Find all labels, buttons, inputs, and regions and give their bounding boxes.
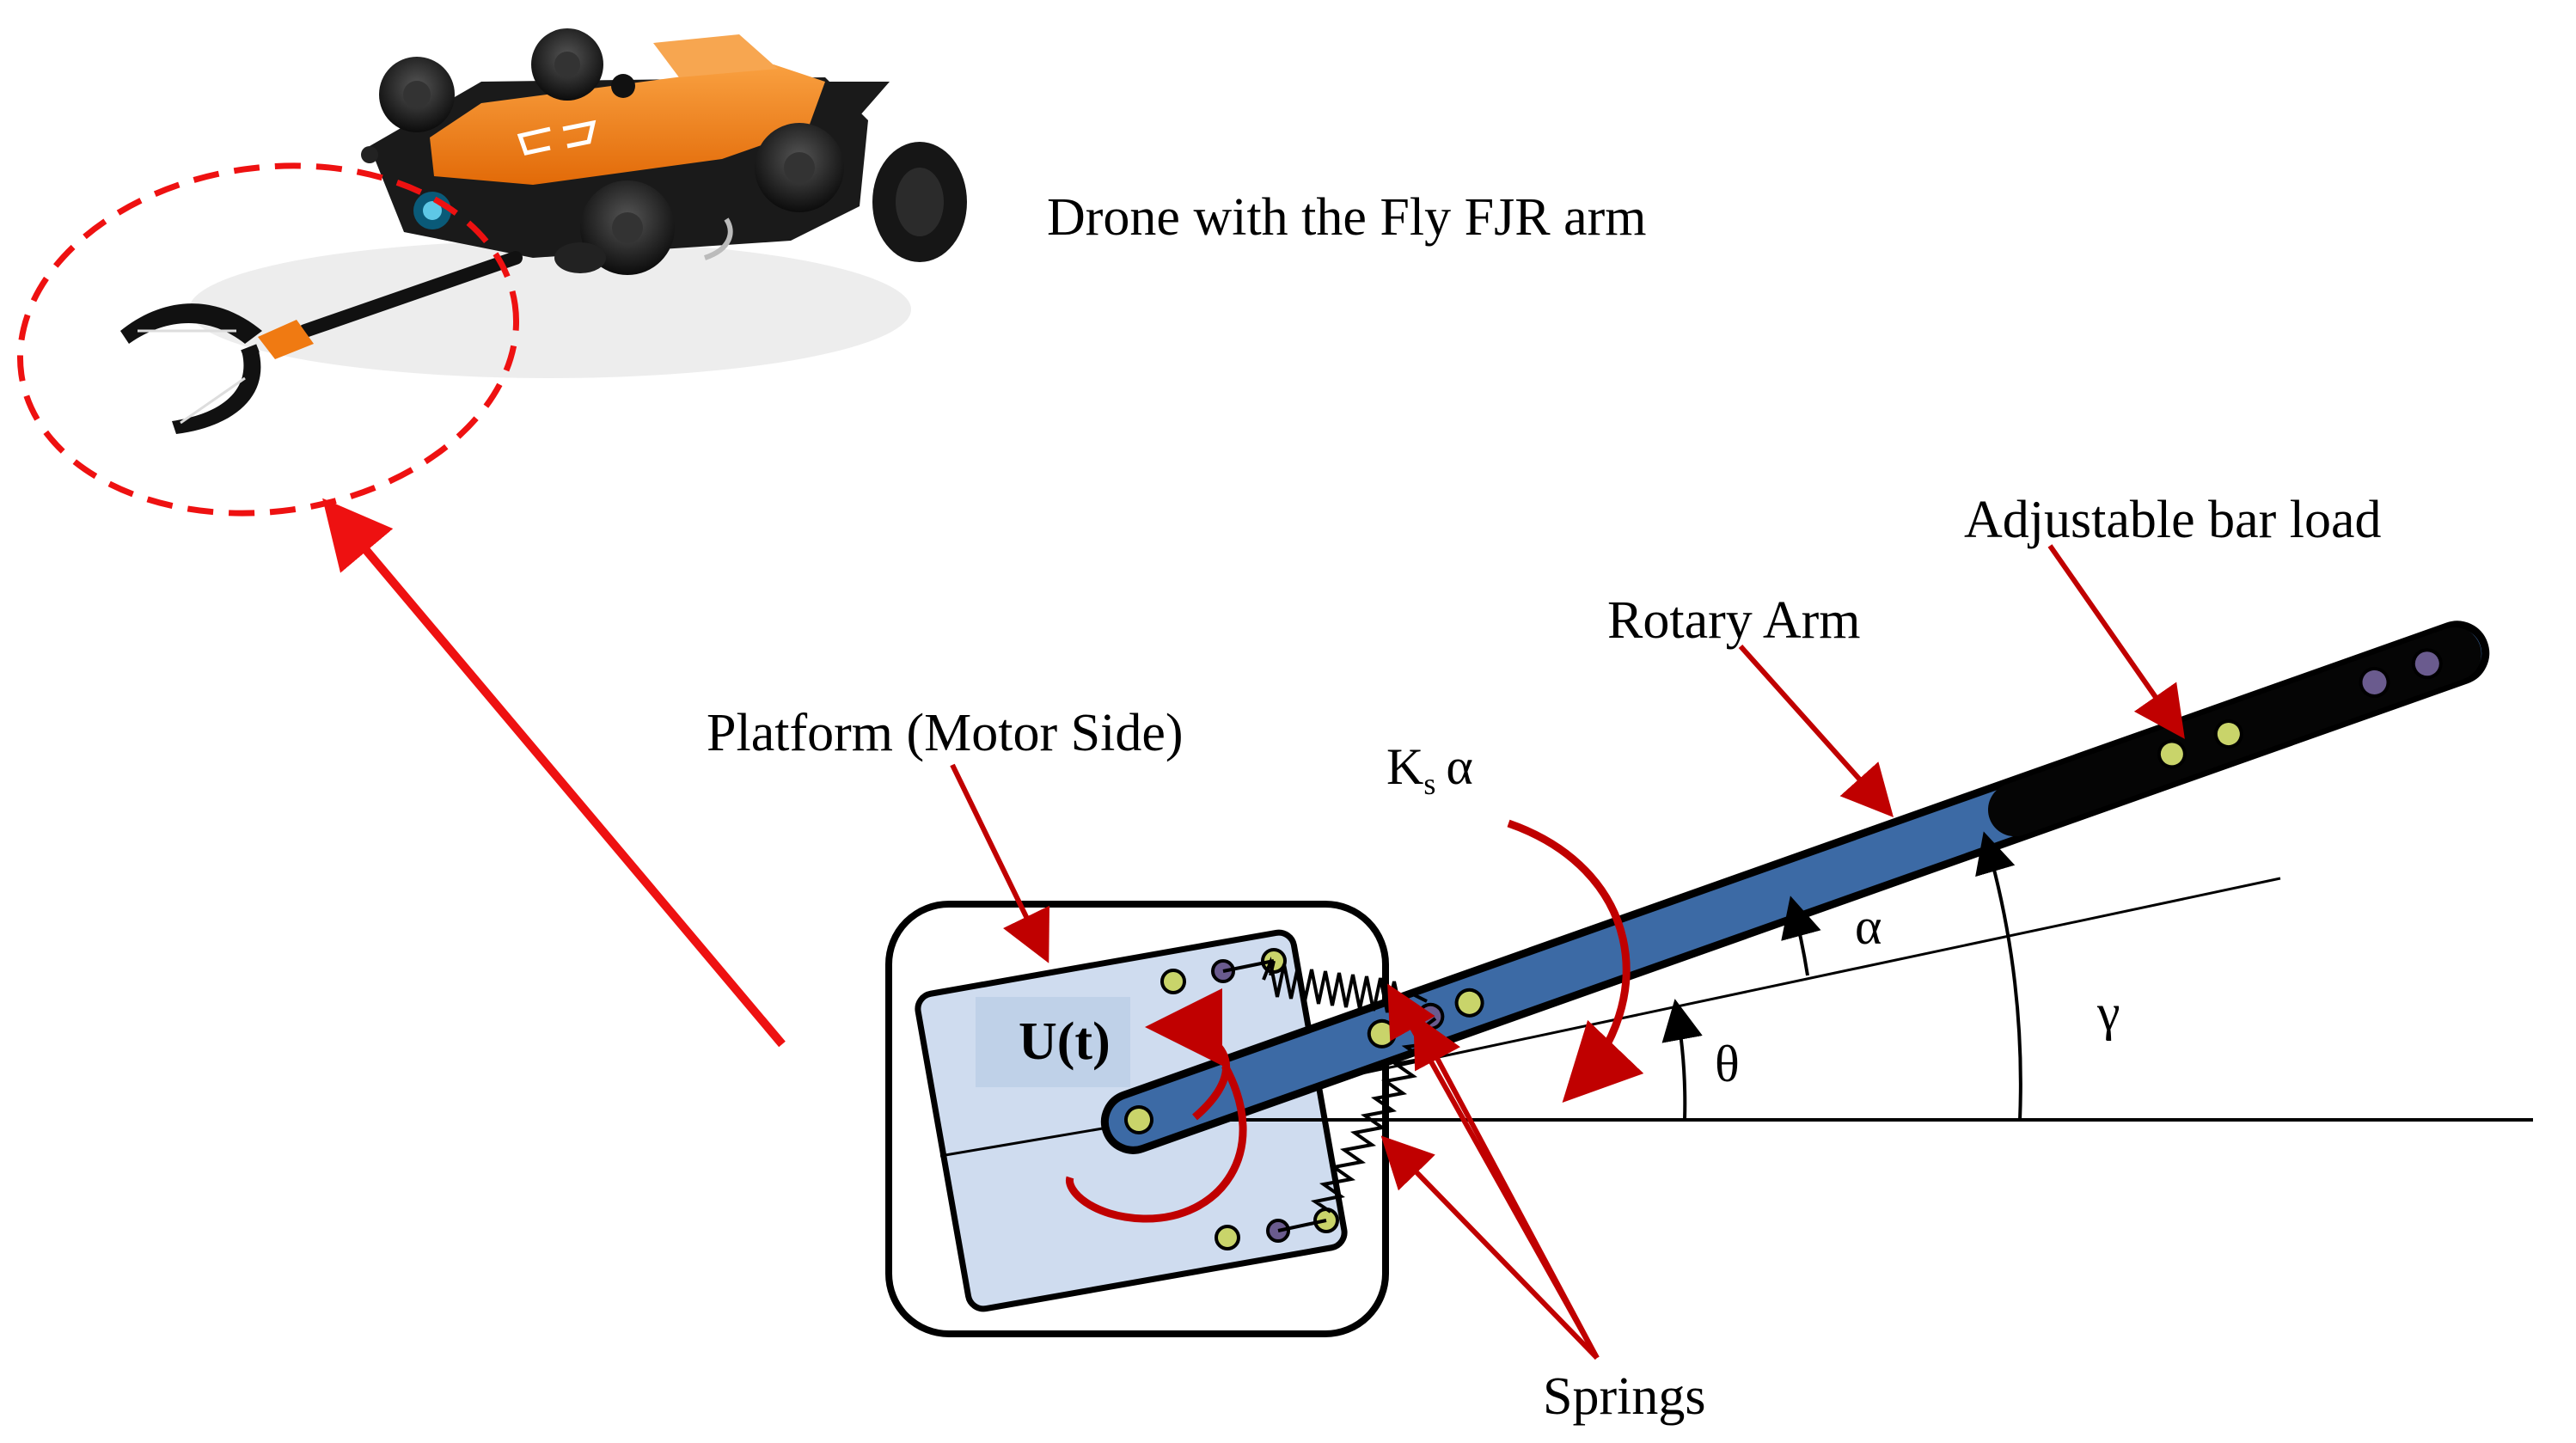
gamma-arc — [1975, 831, 2022, 1121]
claw-highlight-ellipse — [16, 162, 520, 517]
pointer-spring-mid — [1413, 1013, 1600, 1360]
drone-illustration — [120, 28, 967, 434]
drone-caption: Drone with the Fly FJR arm — [1047, 188, 1646, 247]
pointer-spring-lower — [1380, 1135, 1600, 1360]
label-input-torque: U(t) — [1019, 1012, 1111, 1071]
label-gamma: γ — [2096, 984, 2120, 1041]
label-theta: θ — [1715, 1036, 1740, 1092]
spring-torque-subscript: s — [1423, 767, 1435, 801]
spring-torque-alpha: α — [1446, 738, 1472, 795]
label-rotary-arm: Rotary Arm — [1607, 591, 1860, 650]
link-arrow — [322, 498, 786, 1048]
thruster-icon — [361, 28, 967, 275]
pointer-rotary-arm — [1738, 644, 1894, 817]
rotary-arm — [1100, 621, 2490, 1154]
input-label-box — [976, 997, 1130, 1087]
pointer-adjustable-bar-load — [2047, 544, 2185, 739]
label-springs: Springs — [1543, 1367, 1705, 1426]
theta-arc — [1661, 999, 1703, 1121]
label-adjustable-bar-load: Adjustable bar load — [1964, 491, 2382, 549]
input-torque-arrow — [1145, 988, 1230, 1121]
spring-torque-arrow — [1507, 819, 1644, 1104]
label-platform: Platform (Motor Side) — [707, 704, 1184, 762]
label-alpha: α — [1855, 898, 1882, 955]
gripper-claw-icon — [120, 303, 262, 434]
input-torque-arrow-lower — [1066, 1063, 1247, 1223]
spring-torque-k: K — [1386, 738, 1423, 795]
alpha-arc — [1781, 896, 1821, 976]
pointer-platform — [950, 763, 1049, 963]
